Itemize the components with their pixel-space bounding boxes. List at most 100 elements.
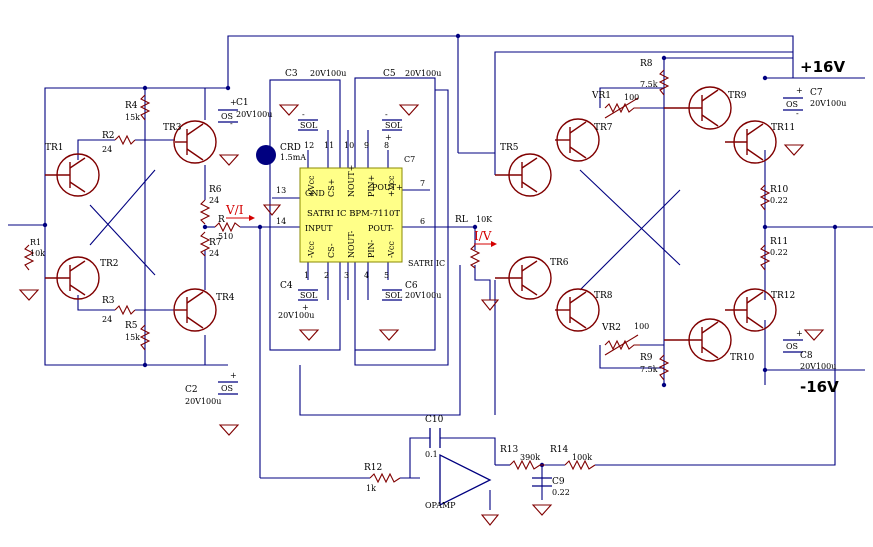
chip-pin-bottom-num: 5 — [384, 271, 389, 280]
resistor-symbols — [23, 69, 771, 484]
minus-mark: - — [385, 110, 388, 119]
chip-pin-bottom-name: -Vcc — [307, 241, 316, 258]
r2-ref: R2 — [102, 131, 115, 141]
plus-mark: + — [385, 133, 392, 142]
chip-sub-label: SATRI IC — [408, 259, 445, 268]
tr1-symbol — [45, 153, 100, 197]
chip-pin-bottom-num: 4 — [364, 271, 369, 280]
chip-pin-top-num: 12 — [304, 141, 314, 150]
chip-pin-bottom-num: 1 — [304, 271, 309, 280]
chip-pin-side-name: POUT- — [368, 224, 394, 233]
sol-mark: SOL — [300, 121, 318, 130]
rail-negative: -16V — [800, 378, 839, 396]
r3-ref: R3 — [102, 296, 115, 306]
rl-ref: RL — [455, 215, 468, 225]
plus-mark: + — [796, 86, 803, 95]
c6-value: 20V100u — [405, 291, 441, 300]
chip-title: SATRI IC BPM-7110T — [307, 209, 400, 219]
chip-pin-bottom-name: CS- — [327, 243, 336, 258]
r6-ref: R6 — [209, 185, 222, 195]
r14-value: 100k — [572, 453, 592, 462]
chip-pin-side-name: INPUT — [305, 224, 333, 233]
r2-value: 24 — [102, 145, 112, 154]
c7-ref: C7 — [810, 88, 823, 98]
tr5-label: TR5 — [500, 143, 519, 153]
c3-ref: C3 — [285, 69, 298, 79]
c9-ref: C9 — [552, 477, 565, 487]
tr10-label: TR10 — [730, 353, 755, 363]
tr7-label: TR7 — [594, 123, 613, 133]
tr12-label: TR12 — [771, 291, 795, 301]
tr11-label: TR11 — [771, 123, 795, 133]
r5-ref: R5 — [125, 321, 138, 331]
os-mark: OS — [786, 342, 798, 351]
chip-pin-top-name: +Vcc — [387, 175, 396, 197]
tr6-label: TR6 — [550, 258, 569, 268]
c3-value: 20V100u — [310, 69, 346, 78]
c1-ref: C1 — [236, 98, 249, 108]
iv-annotation: I/V — [474, 229, 492, 243]
sol-mark: SOL — [385, 121, 403, 130]
capacitor-marks: OS OS OS OS SOL SOL SOL SOL + + + + + + … — [221, 86, 803, 393]
chip-pin-side-num: 7 — [420, 179, 425, 188]
c2-ref: C2 — [185, 385, 198, 395]
plus-mark: + — [230, 98, 237, 107]
r1-value: 10k — [30, 249, 45, 258]
r13-value: 390k — [520, 453, 540, 462]
c4-ref: C4 — [280, 281, 293, 291]
opamp-label: OPAMP — [425, 501, 456, 510]
c5-value: 20V100u — [405, 69, 441, 78]
tr9-label: TR9 — [728, 91, 747, 101]
r4-ref: R4 — [125, 101, 138, 111]
tr5-symbol — [495, 153, 552, 197]
chip-pin-side-name: POUT+ — [372, 183, 403, 192]
c4-value: 20V100u — [278, 311, 314, 320]
crd-symbol — [256, 145, 276, 165]
capacitor-symbols — [218, 97, 803, 487]
chip-pin-bottom-num: 2 — [324, 271, 329, 280]
r11-ref: R11 — [770, 237, 788, 247]
r-value: 510 — [218, 232, 233, 241]
chip-pin-top-num: 10 — [344, 141, 354, 150]
chip-pin-top-name: PIN+ — [367, 175, 376, 197]
tr1-label: TR1 — [45, 143, 64, 153]
chip-pin-bottom-name: NOUT- — [347, 230, 356, 258]
r11-value: 0.22 — [770, 248, 788, 257]
r1-ref: R1 — [30, 238, 41, 247]
r8-value: 7.5k — [640, 80, 658, 89]
r3-value: 24 — [102, 315, 112, 324]
opamp-symbol — [439, 453, 492, 507]
crd-value: 1.5mA — [280, 153, 306, 162]
ground-symbols — [18, 104, 825, 526]
r10-value: 0.22 — [770, 196, 788, 205]
chip-c7-label: C7 — [404, 155, 415, 164]
chip-pin-bottom-name: -Vcc — [387, 241, 396, 258]
r6-value: 24 — [209, 196, 219, 205]
chip-pins: 12 11 10 9 8 +Vcc CS+ NOUT+ PIN+ +Vcc -V… — [276, 141, 425, 280]
r4-value: 15k — [125, 113, 140, 122]
tr8-label: TR8 — [594, 291, 613, 301]
plus-mark: + — [230, 371, 237, 380]
tr9-symbol — [664, 86, 732, 130]
rail-positive: +16V — [800, 58, 845, 76]
tr3-label: TR3 — [163, 123, 182, 133]
c7-value: 20V100u — [810, 99, 846, 108]
r9-ref: R9 — [640, 353, 653, 363]
tr11-symbol — [725, 120, 777, 164]
rl-value: 10K — [476, 215, 493, 224]
c10-value: 0.1 — [425, 450, 438, 459]
chip-pin-bottom-num: 3 — [344, 271, 349, 280]
tr2-symbol — [45, 256, 100, 300]
tr8-symbol — [555, 288, 600, 332]
vr2-ref: VR2 — [601, 323, 621, 333]
wires — [8, 35, 873, 510]
c1-value: 20V100u — [236, 110, 272, 119]
vr2-value: 100 — [634, 322, 649, 331]
os-mark: OS — [221, 112, 233, 121]
tr2-label: TR2 — [100, 259, 119, 269]
r9-value: 7.5k — [640, 365, 658, 374]
tr12-symbol — [725, 288, 777, 332]
c2-value: 20V100u — [185, 397, 221, 406]
chip-pin-top-name: NOUT+ — [347, 165, 356, 197]
